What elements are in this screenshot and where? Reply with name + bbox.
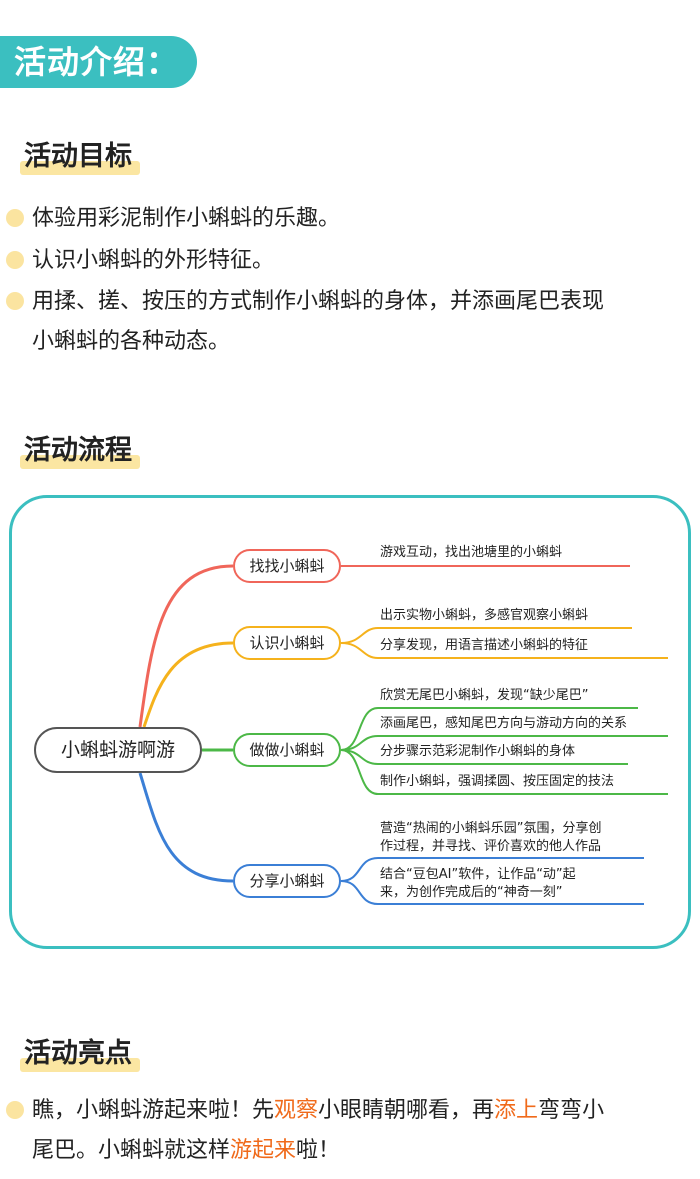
leaf-text: 添画尾巴，感知尾巴方向与游动方向的关系 [380, 716, 628, 731]
leaf-text: 出示实物小蝌蚪，多感官观察小蝌蚪 [380, 608, 589, 623]
process-mindmap: 小蝌蚪游啊游 找找小蝌蚪 认识小蝌蚪 做做小蝌蚪 分享小蝌蚪 游戏互动，找出池塘… [9, 495, 691, 949]
leaf-text: 结合“豆包AI”软件，让作品“动”起 [380, 867, 576, 882]
leaf-text: 营造“热闹的小蝌蚪乐园”氛围，分享创 [380, 821, 602, 836]
branch-make-tadpole: 做做小蝌蚪 [233, 733, 341, 767]
branch-share-tadpole: 分享小蝌蚪 [233, 864, 341, 898]
leaf-text: 分享发现，用语言描述小蝌蚪的特征 [380, 638, 589, 653]
leaf-text: 游戏互动，找出池塘里的小蝌蚪 [380, 545, 563, 560]
goals-title: 活动目标 [20, 134, 140, 175]
bullet-dot-icon [6, 292, 24, 310]
bullet-dot-icon [6, 251, 24, 269]
branch-find-tadpole: 找找小蝌蚪 [233, 549, 341, 583]
intro-header-pill: 活动介绍： [0, 36, 197, 88]
goal-item-continued: 小蝌蚪的各种动态。 [32, 329, 231, 354]
goal-item: 认识小蝌蚪的外形特征。 [6, 240, 690, 281]
branch-know-tadpole: 认识小蝌蚪 [233, 626, 341, 660]
goal-item: 用揉、搓、按压的方式制作小蝌蚪的身体，并添画尾巴表现 [6, 281, 690, 322]
mindmap-connectors [138, 564, 668, 905]
mindmap-root: 小蝌蚪游啊游 [34, 727, 202, 773]
highlights-title: 活动亮点 [20, 1031, 140, 1072]
goal-item: 体验用彩泥制作小蝌蚪的乐趣。 [6, 198, 690, 239]
leaf-text: 制作小蝌蚪，强调揉圆、按压固定的技法 [380, 774, 615, 789]
highlight-paragraph-line1: 瞧，小蝌蚪游起来啦！先观察小眼睛朝哪看，再添上弯弯小 [6, 1090, 690, 1131]
highlight-paragraph-line2: 尾巴。小蝌蚪就这样游起来啦！ [32, 1138, 341, 1163]
leaf-text: 作过程，并寻找、评价喜欢的他人作品 [380, 839, 602, 854]
leaf-text: 来，为创作完成后的“神奇一刻” [380, 885, 563, 900]
bullet-dot-icon [6, 1101, 24, 1119]
leaf-text: 欣赏无尾巴小蝌蚪，发现“缺少尾巴” [380, 688, 589, 703]
process-title: 活动流程 [20, 428, 140, 469]
bullet-dot-icon [6, 209, 24, 227]
leaf-text: 分步骤示范彩泥制作小蝌蚪的身体 [380, 744, 576, 759]
